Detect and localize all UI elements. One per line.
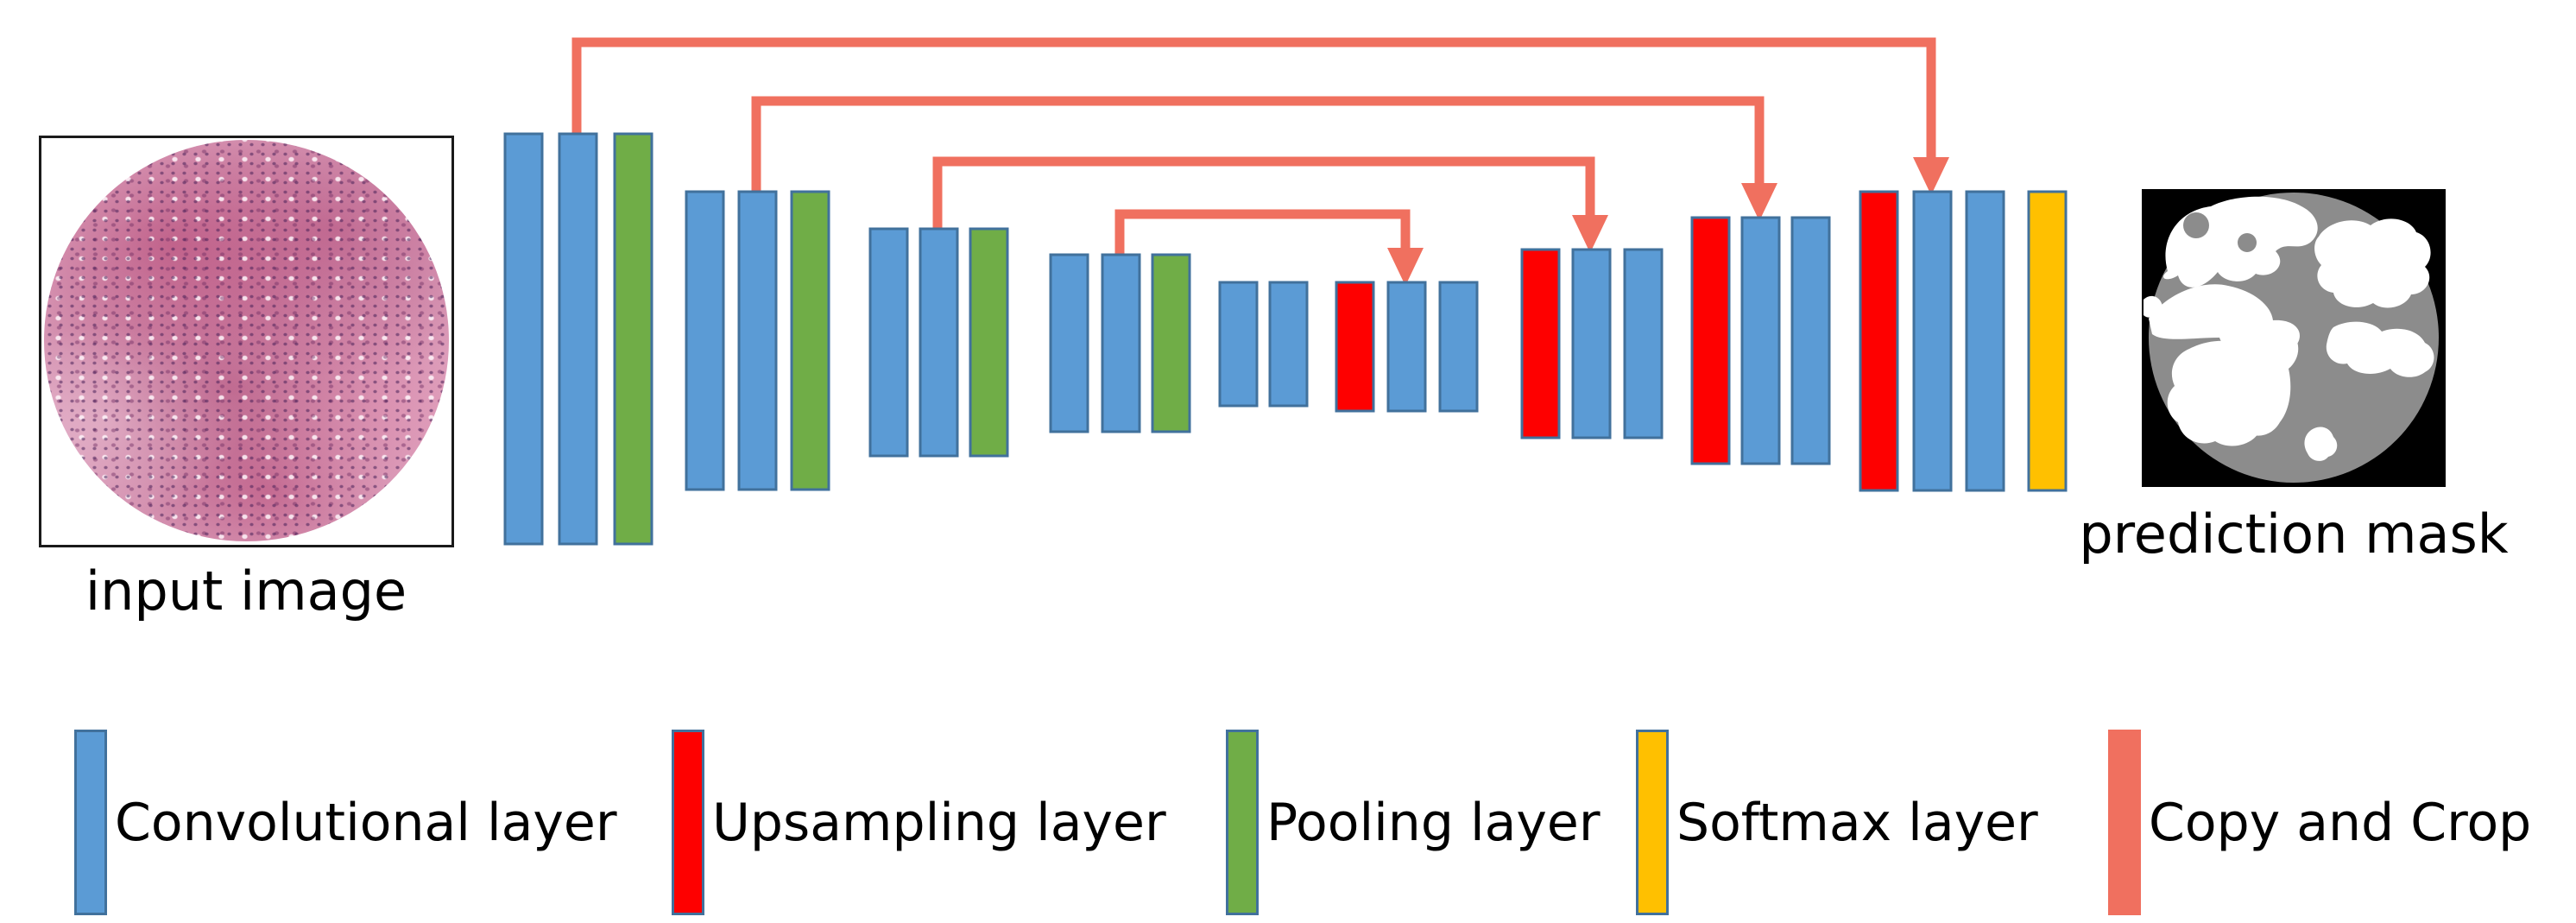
pool-layer-bar	[613, 132, 653, 546]
up-layer-bar	[1520, 248, 1561, 439]
input-histology-image	[44, 140, 449, 541]
legend-item-up: Upsampling layer	[672, 730, 1166, 915]
copy-crop-arrow	[932, 156, 1608, 253]
conv-layer-bar	[1438, 281, 1479, 413]
prediction-mask-image	[2142, 189, 2446, 487]
conv-layer-bar	[1049, 253, 1089, 433]
conv-layer-bar	[919, 227, 959, 458]
conv-layer-bar	[868, 227, 909, 458]
conv-layer-bar	[1623, 248, 1664, 439]
decoder-block-3	[1690, 216, 1831, 465]
legend-label: Upsampling layer	[712, 792, 1166, 853]
conv-layer-bar	[1740, 216, 1781, 465]
up-layer-bar	[1690, 216, 1731, 465]
pool-layer-bar	[969, 227, 1009, 458]
legend-label: Pooling layer	[1266, 792, 1601, 853]
legend-label: Copy and Crop	[2149, 792, 2532, 853]
legend-label: Convolutional layer	[115, 792, 617, 853]
conv-layer-bar	[1101, 253, 1141, 433]
softmax-layer-bar	[2027, 190, 2068, 492]
prediction-mask-frame	[2142, 189, 2446, 487]
copy-color-swatch	[2108, 730, 2141, 915]
legend-item-conv: Convolutional layer	[74, 730, 617, 915]
conv-layer-bar	[503, 132, 544, 546]
prediction-mask-label: prediction mask	[2079, 503, 2509, 566]
conv-layer-bar	[1790, 216, 1831, 465]
pool-color-swatch	[1226, 730, 1259, 915]
decoder-block-1	[1335, 281, 1479, 413]
input-image-frame	[39, 136, 454, 547]
conv-layer-bar	[1386, 281, 1427, 413]
legend-item-softmax: Softmax layer	[1636, 730, 2038, 915]
softmax-color-swatch	[1636, 730, 1669, 915]
conv-color-swatch	[74, 730, 107, 915]
copy-crop-arrow	[1114, 209, 1424, 286]
legend-item-copy: Copy and Crop	[2108, 730, 2531, 915]
up-layer-bar	[1335, 281, 1375, 413]
encoder-block-4	[1049, 253, 1191, 433]
encoder-block-2	[685, 190, 830, 491]
input-image-label: input image	[85, 559, 407, 623]
legend-item-pool: Pooling layer	[1226, 730, 1601, 915]
bottleneck	[1218, 281, 1309, 408]
legend-label: Softmax layer	[1676, 792, 2038, 853]
conv-layer-bar	[1912, 190, 1953, 492]
up-layer-bar	[1859, 190, 1899, 492]
encoder-block-3	[868, 227, 1009, 458]
conv-layer-bar	[558, 132, 598, 546]
copy-crop-arrow	[571, 37, 1949, 195]
conv-layer-bar	[685, 190, 725, 491]
conv-layer-bar	[1268, 281, 1309, 408]
conv-layer-bar	[1965, 190, 2005, 492]
encoder-block-1	[503, 132, 653, 546]
conv-layer-bar	[1218, 281, 1259, 408]
conv-layer-bar	[737, 190, 778, 491]
copy-crop-arrow	[751, 96, 1777, 221]
decoder-block-2	[1520, 248, 1664, 439]
pool-layer-bar	[790, 190, 830, 491]
decoder-block-4	[1859, 190, 2068, 492]
pool-layer-bar	[1151, 253, 1191, 433]
up-color-swatch	[672, 730, 704, 915]
conv-layer-bar	[1571, 248, 1612, 439]
